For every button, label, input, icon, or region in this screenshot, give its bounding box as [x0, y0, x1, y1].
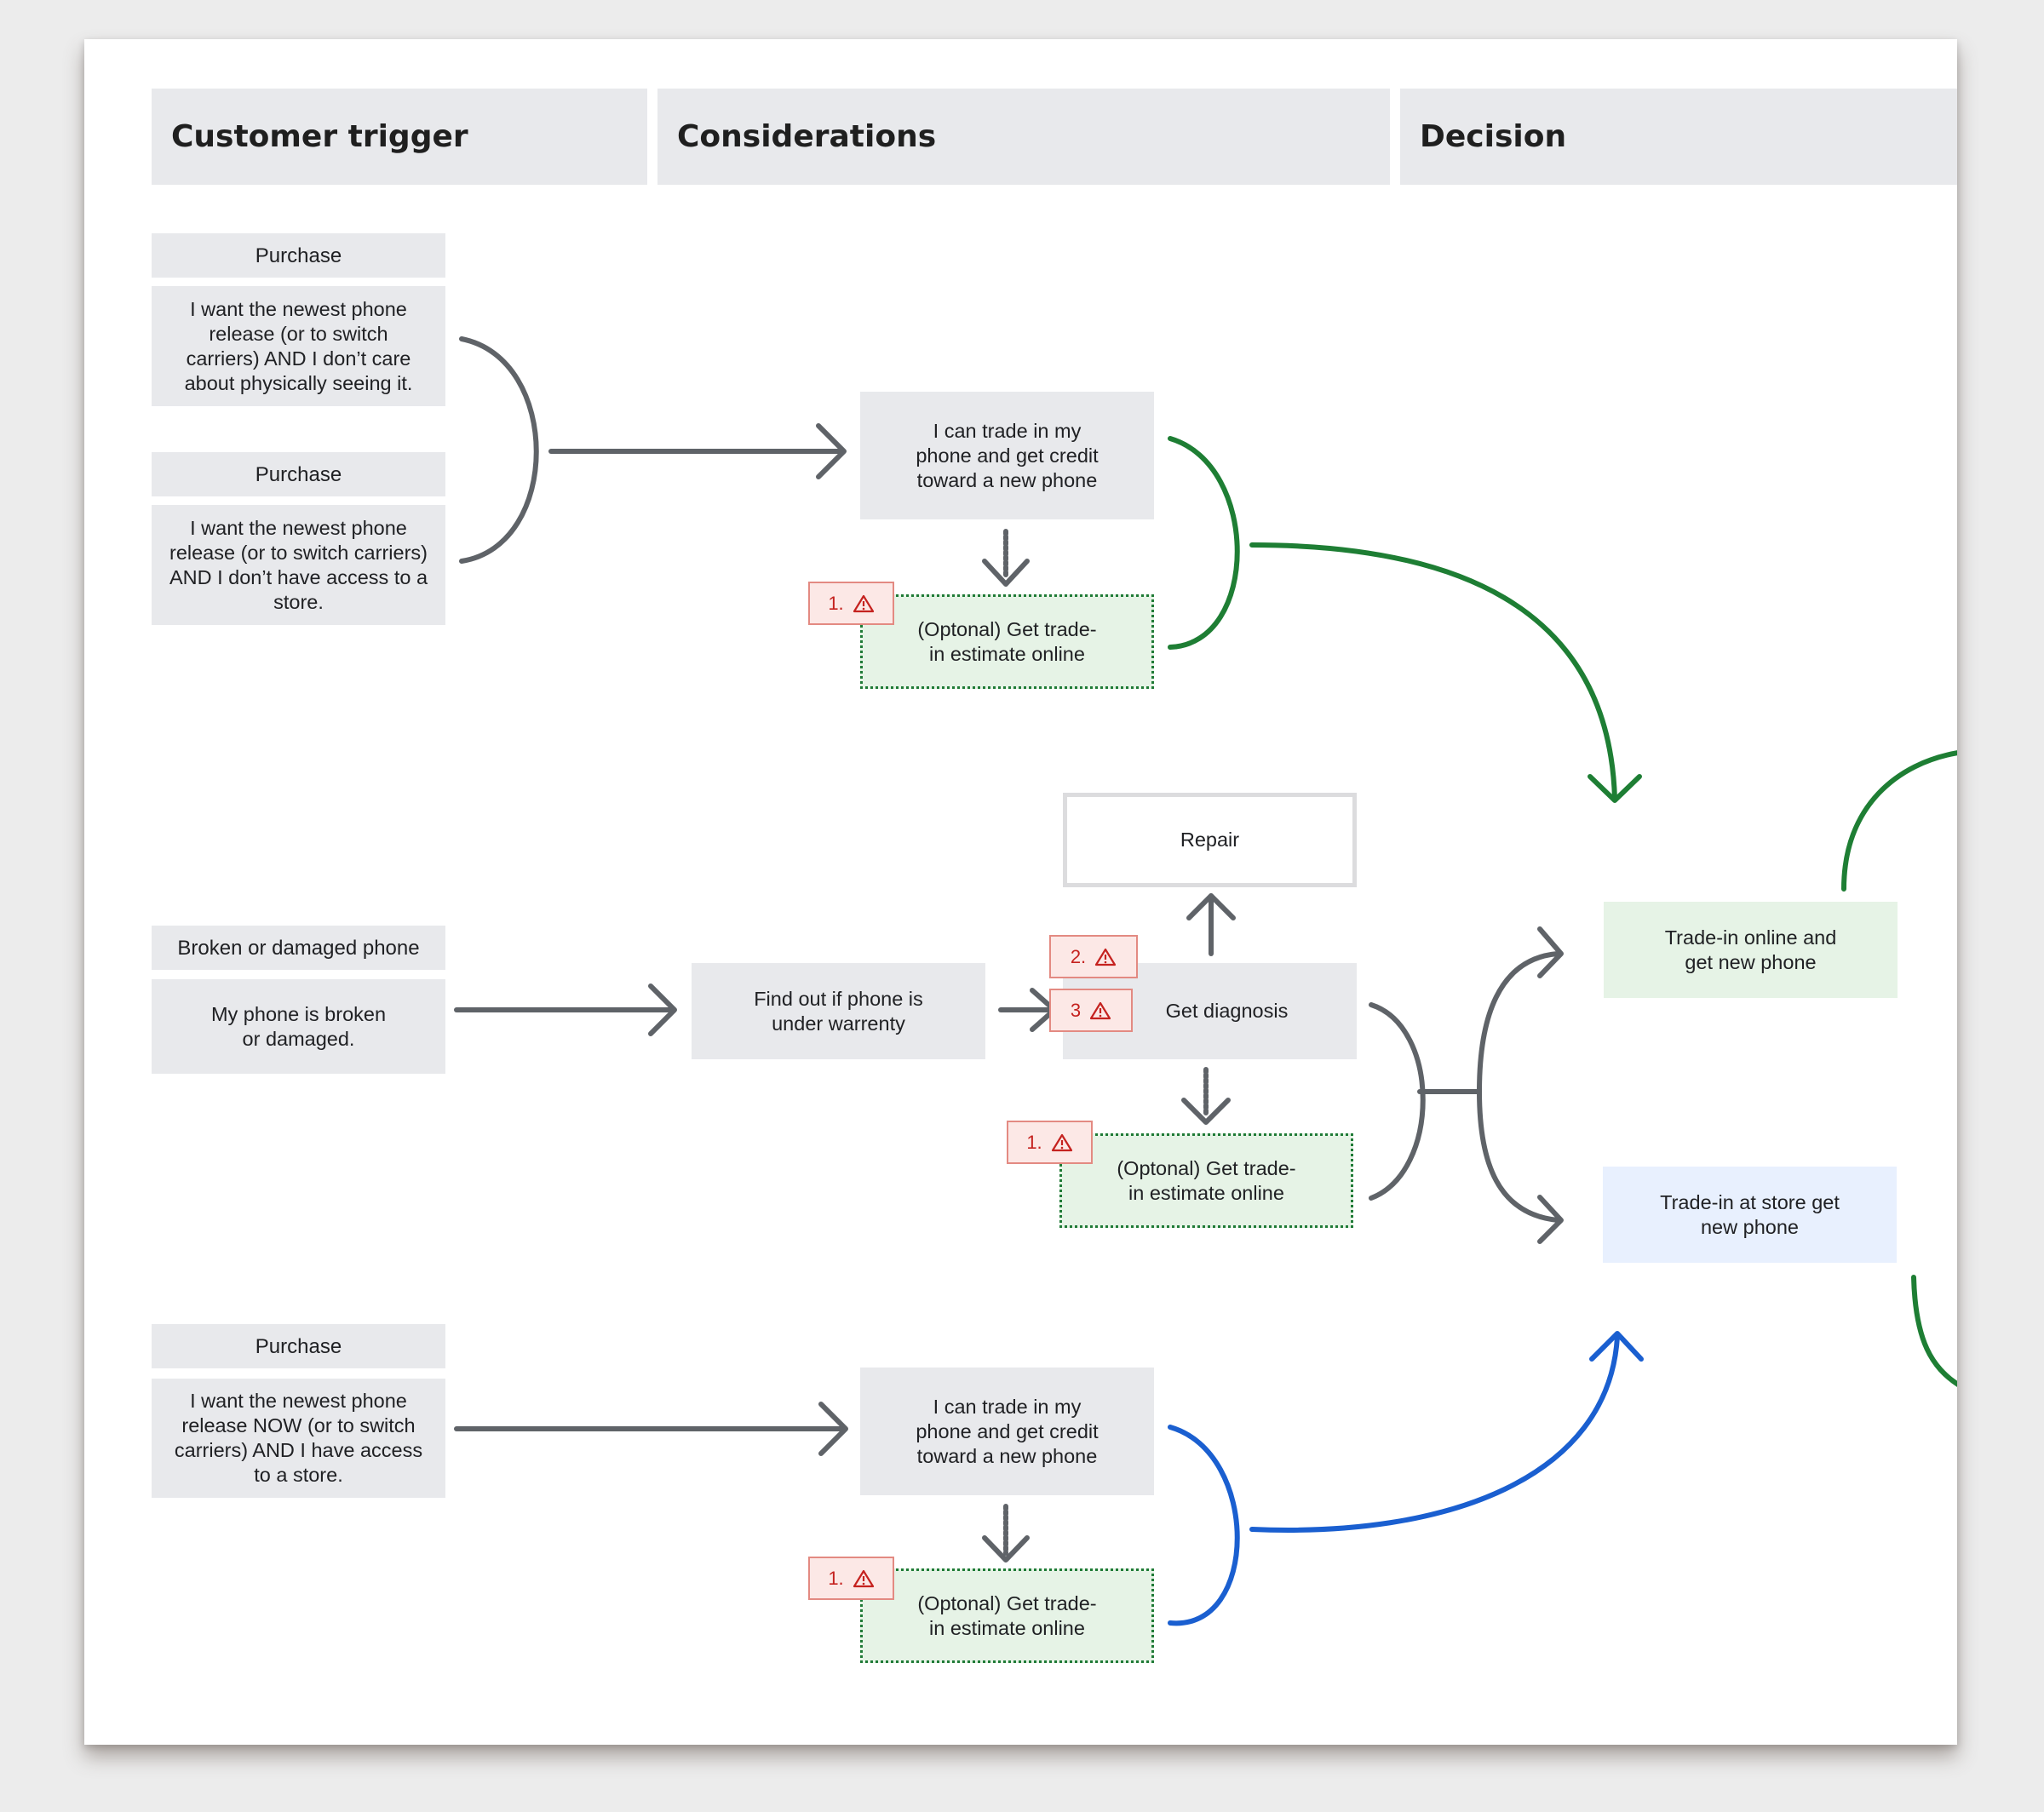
trigger-group-1-arrowhead [816, 423, 847, 479]
trigger-purchase-1-text: I want the newest phone release (or to s… [152, 286, 445, 406]
consideration-group-3-bracket [1168, 1425, 1240, 1626]
consideration-group-1-curve [1249, 542, 1617, 801]
trigger-group-3-arrowhead [818, 1402, 848, 1456]
warning-badge-5: 1. [808, 1557, 894, 1600]
trigger-broken-text: My phone is broken or damaged. [152, 979, 445, 1074]
trigger-purchase-1-tag: Purchase [152, 233, 445, 278]
decision-online-outflow-curve [1841, 750, 1957, 892]
warning-badge-2-label: 2. [1070, 945, 1087, 967]
warning-badge-1: 1. [808, 582, 894, 625]
warning-triangle-icon [1089, 1001, 1111, 1021]
warning-badge-4: 1. [1007, 1121, 1093, 1164]
dashed-arrow-2-head [1181, 1098, 1231, 1125]
warning-badge-2: 2. [1049, 935, 1138, 978]
decision-store-outflow-curve [1911, 1275, 1957, 1387]
consideration-estimate-2: (Optonal) Get trade- in estimate online [1059, 1133, 1353, 1228]
diagnosis-branch-down-head [1537, 1195, 1564, 1244]
warning-triangle-icon [853, 1568, 875, 1589]
consideration-group-1-arrowhead [1588, 774, 1642, 803]
consideration-group-1-bracket [1168, 436, 1240, 650]
diagnosis-branch-up [1477, 951, 1560, 1094]
diagnosis-bracket [1369, 1002, 1426, 1201]
consideration-group-3-curve [1249, 1334, 1620, 1533]
dashed-arrow-3-head [982, 1535, 1030, 1563]
warning-badge-3-label: 3 [1070, 999, 1082, 1021]
trigger-purchase-2-tag: Purchase [152, 452, 445, 496]
trigger-purchase-3-tag: Purchase [152, 1324, 445, 1368]
consideration-estimate-1: (Optonal) Get trade- in estimate online [860, 594, 1154, 689]
warning-triangle-icon [1051, 1132, 1073, 1153]
warning-triangle-icon [853, 593, 875, 614]
repair-arrowhead [1186, 893, 1236, 920]
connector-arrows [454, 336, 1957, 1626]
dashed-arrow-1-head [982, 559, 1030, 587]
consideration-trade-in-2: I can trade in my phone and get credit t… [860, 1368, 1154, 1495]
header-customer-trigger: Customer trigger [152, 89, 647, 185]
header-decision: Decision [1400, 89, 1957, 185]
header-considerations: Considerations [657, 89, 1390, 185]
decision-trade-in-online: Trade-in online and get new phone [1604, 902, 1898, 998]
journey-canvas: Customer trigger Considerations Decision [84, 39, 1957, 1745]
broken-arrowhead [648, 983, 677, 1036]
warning-triangle-icon [1094, 947, 1117, 967]
warning-badge-5-label: 1. [828, 1567, 844, 1589]
consideration-estimate-3: (Optonal) Get trade- in estimate online [860, 1568, 1154, 1663]
trigger-purchase-3-text: I want the newest phone release NOW (or … [152, 1379, 445, 1498]
warning-badge-4-label: 1. [1026, 1131, 1042, 1153]
consideration-repair: Repair [1063, 793, 1357, 887]
warning-badge-1-label: 1. [828, 592, 844, 614]
trigger-group-1-bracket [459, 336, 539, 564]
consideration-group-3-arrowhead [1589, 1331, 1644, 1362]
decision-trade-in-store: Trade-in at store get new phone [1603, 1167, 1897, 1263]
trigger-broken-tag: Broken or damaged phone [152, 926, 445, 970]
consideration-trade-in-1: I can trade in my phone and get credit t… [860, 392, 1154, 519]
trigger-purchase-2-text: I want the newest phone release (or to s… [152, 505, 445, 625]
warning-badge-3: 3 [1049, 989, 1133, 1032]
diagnosis-branch-up-head [1537, 926, 1564, 978]
diagnosis-branch-down [1477, 1089, 1560, 1223]
consideration-warranty: Find out if phone is under warrenty [692, 963, 985, 1059]
